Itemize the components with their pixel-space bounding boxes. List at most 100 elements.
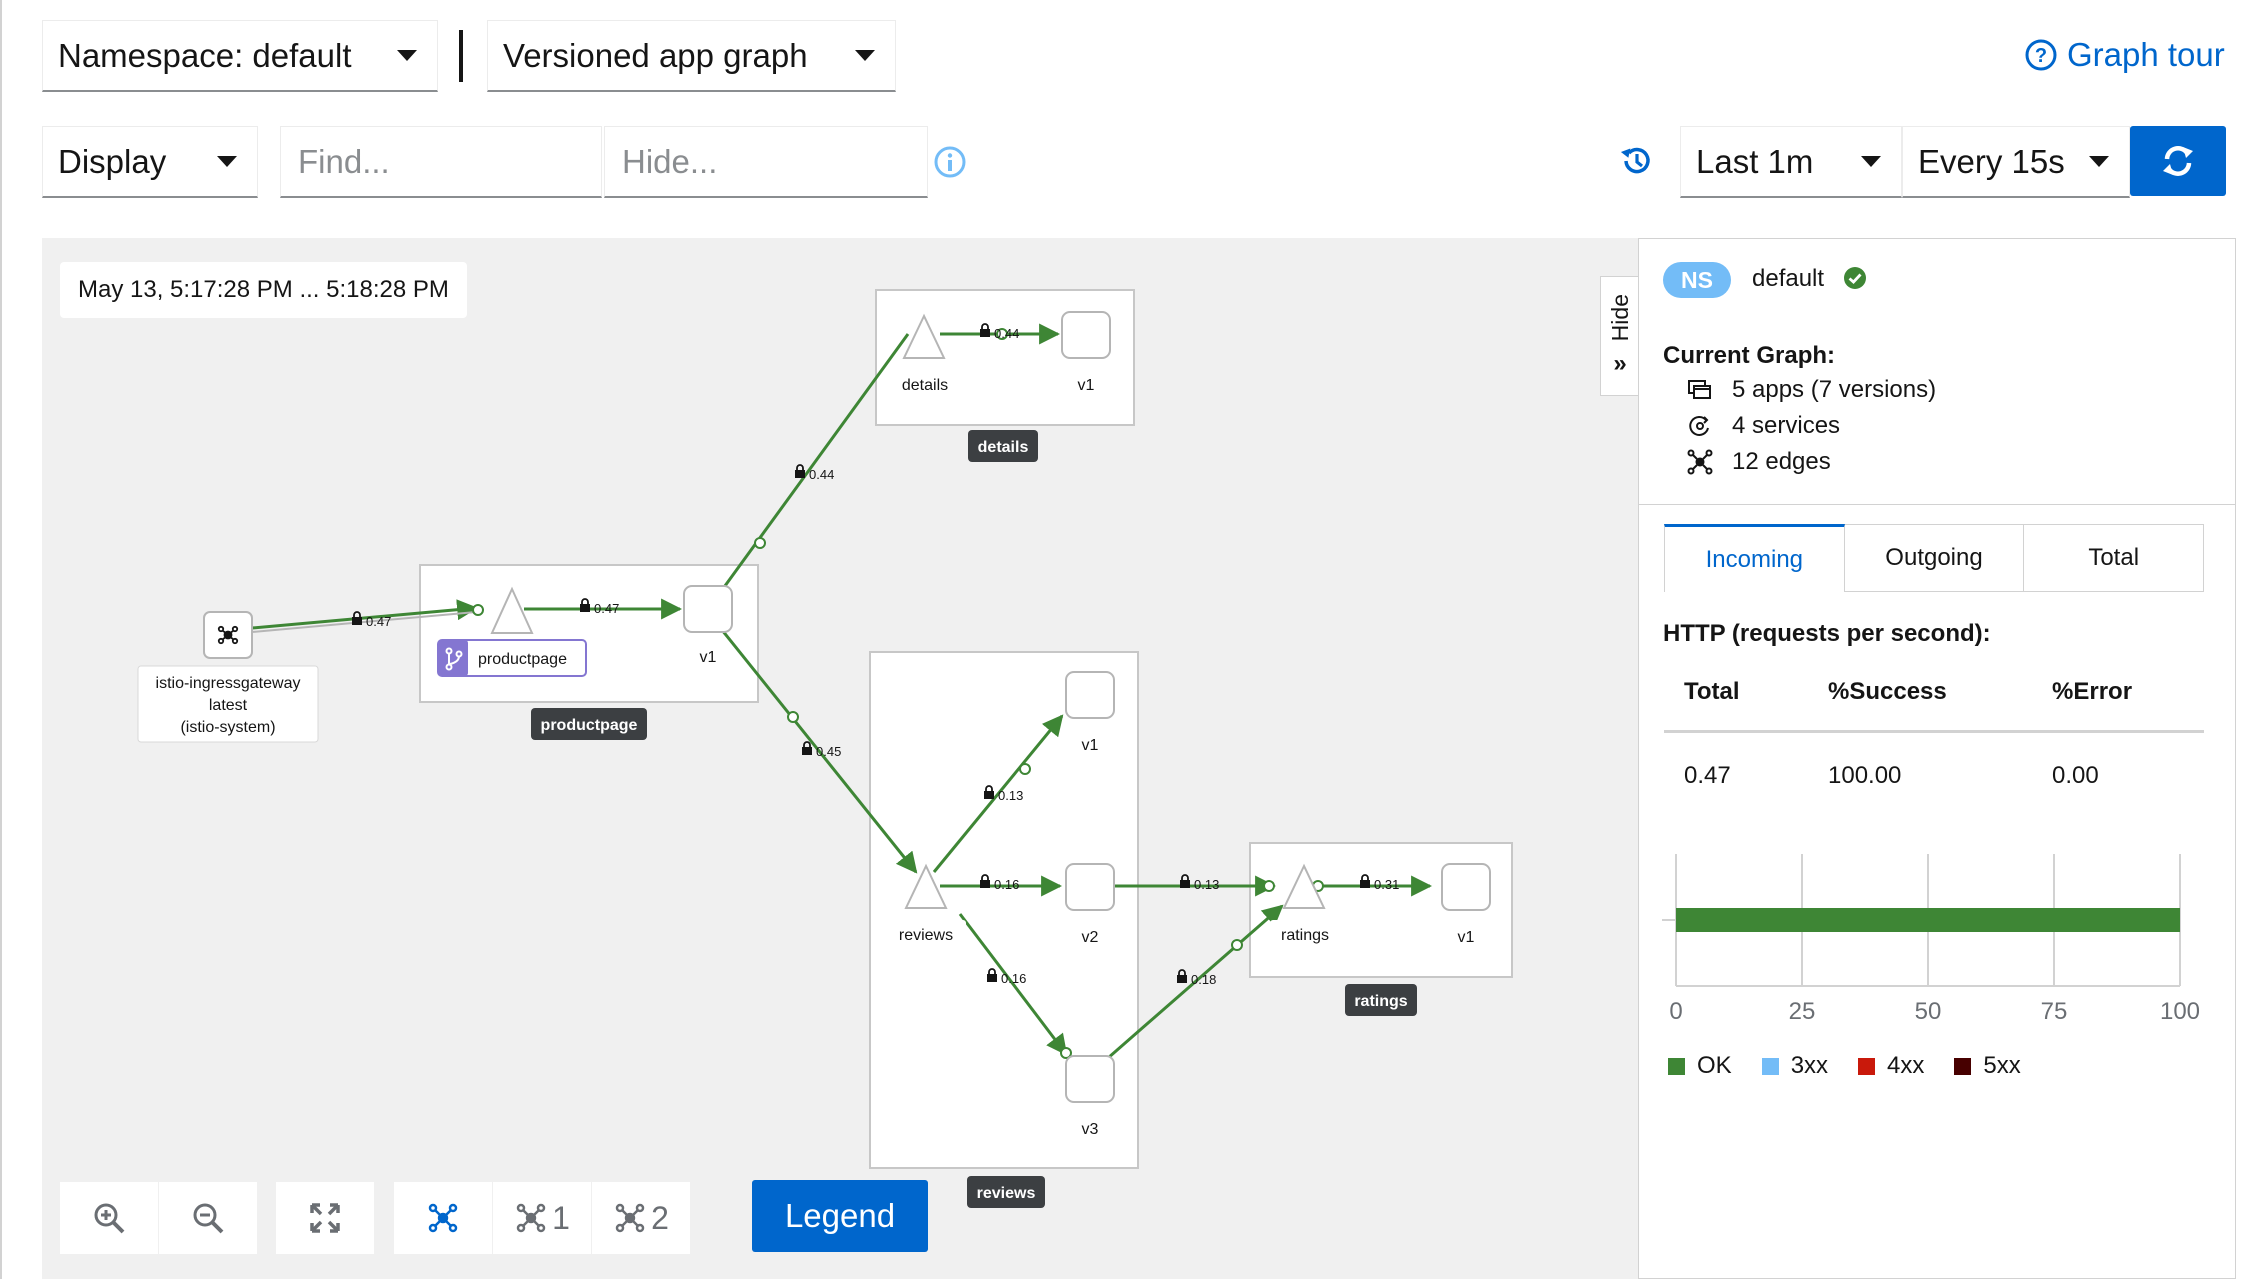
ratings-v1-label: v1 xyxy=(1458,929,1475,946)
hide-input[interactable] xyxy=(604,126,928,198)
edge-label: 0.13 xyxy=(998,788,1023,803)
current-graph-title: Current Graph: xyxy=(1663,342,1836,369)
reviews-v3-label: v3 xyxy=(1082,1121,1099,1138)
layout-1-label: 1 xyxy=(552,1199,570,1236)
details-service-label-box xyxy=(891,369,959,399)
legend-swatch-5xx xyxy=(1954,1057,1972,1075)
chart-legend: OK 3xx 4xx 5xx xyxy=(1668,1052,2021,1080)
tick-label: 50 xyxy=(1915,998,1942,1025)
edge-label: 0.47 xyxy=(594,601,619,616)
details-service-label: details xyxy=(902,377,948,394)
ratings-service-node[interactable] xyxy=(1282,863,1326,909)
productpage-box-label: productpage xyxy=(541,717,638,734)
reviews-v2-label-box xyxy=(1070,922,1110,950)
legend-button[interactable]: Legend xyxy=(752,1180,928,1252)
tab-outgoing[interactable]: Outgoing xyxy=(1844,524,2025,592)
reviews-v3-node[interactable] xyxy=(1065,1055,1115,1103)
table-header-rule xyxy=(1664,730,2204,733)
expand-arrows-icon xyxy=(310,1203,340,1233)
reviews-service-node[interactable] xyxy=(904,863,948,909)
graph-canvas[interactable] xyxy=(42,238,1638,1279)
caret-down-icon xyxy=(397,50,417,61)
legend-item-5xx: 5xx xyxy=(1954,1052,2021,1080)
edge-productpage-reviews[interactable] xyxy=(720,629,918,874)
tick-label: 25 xyxy=(1789,998,1816,1025)
layout-1-button[interactable]: 1 xyxy=(492,1182,591,1254)
zoom-out-icon xyxy=(193,1203,224,1234)
ratings-v1-node[interactable] xyxy=(1441,863,1491,911)
apps-count-row: 5 apps (7 versions) xyxy=(1686,376,1936,404)
find-input[interactable] xyxy=(280,126,602,198)
ingress-label-line3: (istio-system) xyxy=(180,719,275,736)
layout-2-button[interactable]: 2 xyxy=(591,1182,690,1254)
graph-type-dropdown[interactable]: Versioned app graph xyxy=(487,20,896,92)
panel-namespace-name: default xyxy=(1752,265,1825,292)
reviews-v1-node[interactable] xyxy=(1065,671,1115,719)
edges-count-row: 12 edges xyxy=(1686,448,1831,476)
display-dropdown[interactable]: Display xyxy=(42,126,258,198)
reviews-service-label: reviews xyxy=(899,927,953,944)
edge-productpage-details[interactable] xyxy=(720,333,910,591)
check-circle-icon xyxy=(1844,267,1866,289)
tab-incoming[interactable]: Incoming xyxy=(1664,524,1845,592)
graph-time-range: May 13, 5:17:28 PM ... 5:18:28 PM xyxy=(60,262,467,318)
window-left-border xyxy=(0,0,2,1279)
zoom-to-fit-button[interactable] xyxy=(276,1182,374,1254)
summary-panel xyxy=(1638,238,2236,1279)
zoom-out-button[interactable] xyxy=(158,1182,257,1254)
tab-total[interactable]: Total xyxy=(2024,524,2205,592)
namespace-dropdown[interactable]: Namespace: default xyxy=(42,20,438,92)
refresh-button[interactable] xyxy=(2130,126,2226,196)
legend-label-5xx: 5xx xyxy=(1983,1052,2021,1079)
svg-text:?: ? xyxy=(2035,45,2047,67)
hide-panel-label: Hide xyxy=(1606,294,1633,342)
legend-item-ok: OK xyxy=(1668,1052,1732,1080)
duration-dropdown[interactable]: Last 1m xyxy=(1680,126,1902,198)
productpage-service-label: productpage xyxy=(478,651,567,668)
graph-tour-link[interactable]: ? Graph tour xyxy=(2025,36,2225,74)
caret-down-icon xyxy=(2089,156,2109,167)
toolbar-separator xyxy=(459,30,463,82)
layout-default-button[interactable] xyxy=(394,1182,492,1254)
namespace-badge: NS xyxy=(1663,262,1731,298)
ratings-service-label: ratings xyxy=(1281,927,1329,944)
edge-reviews-v3[interactable] xyxy=(958,913,1068,1056)
hide-panel-tab[interactable]: Hide » xyxy=(1600,276,1639,396)
edge-reviews-v1[interactable] xyxy=(932,714,1064,873)
details-v1-label: v1 xyxy=(1078,377,1095,394)
ratings-service-label-box xyxy=(1270,920,1340,950)
ingress-gateway-label-box xyxy=(137,665,319,743)
reviews-v2-node[interactable] xyxy=(1065,863,1115,911)
apps-count: 5 apps (7 versions) xyxy=(1732,376,1937,403)
edge-v3-ratings[interactable] xyxy=(1107,904,1284,1060)
productpage-service-node[interactable] xyxy=(490,586,534,634)
tick-label: 0 xyxy=(1669,998,1682,1025)
edge-label: 0.44 xyxy=(994,326,1019,341)
services-count-row: 4 services xyxy=(1686,412,1840,440)
topology-icon xyxy=(1687,449,1713,475)
details-v1-node[interactable] xyxy=(1061,311,1111,359)
chart-bar-ok xyxy=(1676,908,2180,932)
edge-label: 0.13 xyxy=(1194,877,1219,892)
topology-icon xyxy=(516,1203,546,1233)
details-service-node[interactable] xyxy=(902,313,946,359)
edge-ingress-productpage[interactable] xyxy=(251,599,479,630)
table-cell-error: 0.00 xyxy=(2052,762,2099,789)
traffic-tabs: Incoming Outgoing Total xyxy=(1664,524,2205,592)
zoom-in-button[interactable] xyxy=(60,1182,158,1254)
table-cell-total: 0.47 xyxy=(1684,762,1731,789)
caret-down-icon xyxy=(217,156,237,167)
refresh-interval-dropdown[interactable]: Every 15s xyxy=(1902,126,2130,198)
legend-swatch-4xx xyxy=(1858,1057,1876,1075)
ratings-box-label: ratings xyxy=(1354,993,1407,1010)
info-circle-icon[interactable] xyxy=(933,145,967,179)
productpage-v1-node[interactable] xyxy=(683,585,733,633)
history-icon[interactable] xyxy=(1618,142,1656,180)
question-circle-icon: ? xyxy=(2025,39,2057,71)
edge-label: 0.16 xyxy=(1001,971,1026,986)
edge-label: 0.45 xyxy=(816,744,841,759)
table-cell-success: 100.00 xyxy=(1828,762,1902,789)
productpage-v1-label-box xyxy=(688,642,728,670)
legend-label-ok: OK xyxy=(1697,1052,1732,1079)
edge-label: 0.18 xyxy=(1191,972,1216,987)
